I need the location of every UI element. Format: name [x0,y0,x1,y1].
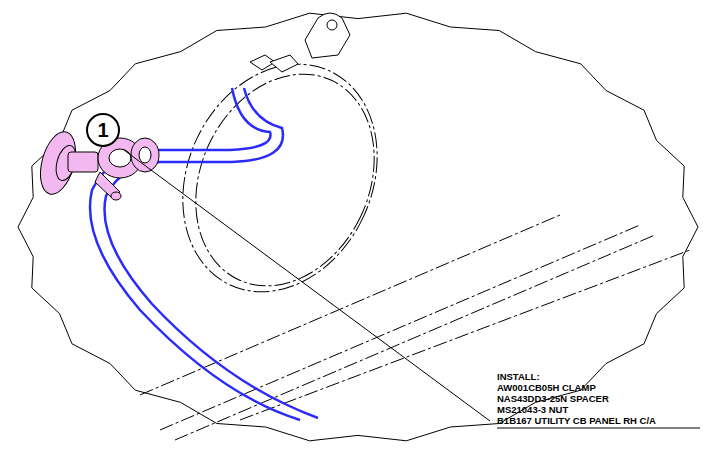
note-text: AW001CB05H CLAMP [497,382,656,393]
callout-number: 1 [97,120,108,140]
note-underline [497,428,700,429]
note-text: INSTALL: [497,371,656,382]
install-note: INSTALL:AW001CB05H CLAMPNAS43DD3-25N SPA… [497,371,656,426]
mounting-tab [250,13,350,72]
wire-bundle [90,88,318,420]
callout-circle: 1 [86,113,120,147]
note-text: NAS43DD3-25N SPACER [497,393,656,404]
break-outline [18,13,698,441]
structure-rib [140,215,690,440]
note-text: B1B167 UTILITY CB PANEL RH C/A [497,415,656,426]
leader-line [124,150,490,421]
note-text: MS21043-3 NUT [497,404,656,415]
lightening-hole [147,32,413,324]
